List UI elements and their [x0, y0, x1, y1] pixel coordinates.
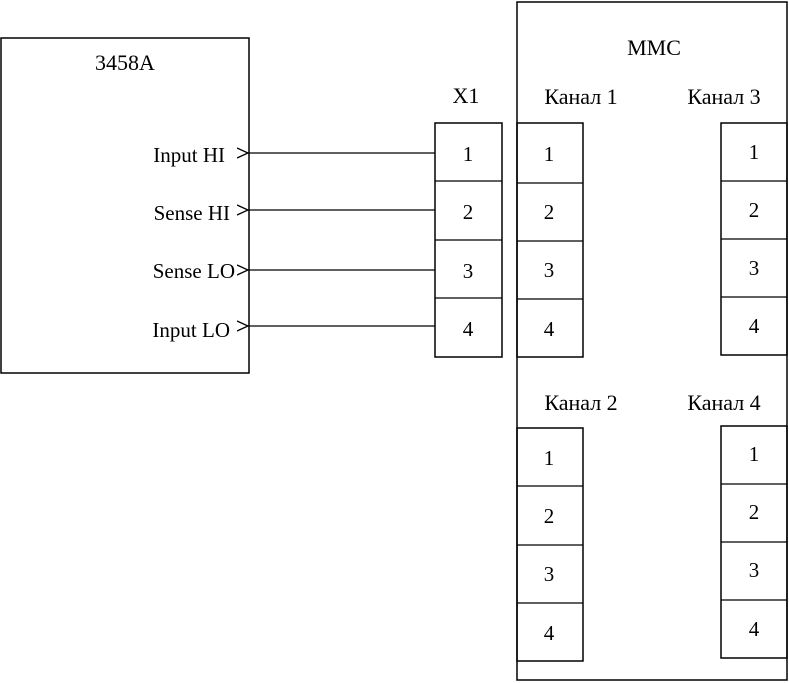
- channel-3: Канал 3 1 2 3 4: [687, 84, 788, 356]
- channel-4-pin-1: 1: [749, 442, 760, 466]
- channel-2-pin-1: 1: [544, 446, 555, 470]
- channel-4-label: Канал 4: [687, 390, 760, 415]
- channel-2: Канал 2 1 2 3 4: [516, 390, 618, 662]
- channel-4-pin-3: 3: [749, 558, 760, 582]
- channel-2-pin-4: 4: [544, 621, 555, 645]
- channel-2-label: Канал 2: [544, 390, 617, 415]
- channel-2-pin-2: 2: [544, 504, 555, 528]
- mmc-module: MMC Канал 1 1 2 3 4 Канал 3 1 2 3 4: [516, 1, 788, 681]
- wires: [248, 153, 435, 326]
- connector-pin-2: 2: [463, 200, 474, 224]
- terminal-input-hi: Input HI: [153, 143, 225, 167]
- meter-outline: [0, 37, 250, 374]
- channel-1-pin-1: 1: [544, 142, 555, 166]
- meter-block: 3458A Input HI Sense HI Sense LO Input L…: [0, 37, 250, 374]
- channel-1-pin-2: 2: [544, 200, 555, 224]
- channel-4-pin-2: 2: [749, 500, 760, 524]
- connector-pin-3: 3: [463, 259, 474, 283]
- channel-3-pin-1: 1: [749, 140, 760, 164]
- connector-x1: X1 1 2 3 4: [434, 83, 503, 358]
- channel-1-pin-4: 4: [544, 317, 555, 341]
- mmc-title: MMC: [627, 35, 681, 60]
- channel-3-label: Канал 3: [687, 84, 760, 109]
- terminal-sense-lo: Sense LO: [153, 259, 235, 283]
- channel-1-label: Канал 1: [544, 84, 617, 109]
- channel-4: Канал 4 1 2 3 4: [687, 390, 788, 659]
- channel-2-pin-3: 3: [544, 562, 555, 586]
- terminal-input-lo: Input LO: [152, 318, 230, 342]
- connector-pin-4: 4: [463, 317, 474, 341]
- channel-3-pin-2: 2: [749, 198, 760, 222]
- connector-pin-1: 1: [463, 142, 474, 166]
- connector-title: X1: [453, 83, 480, 108]
- terminal-sense-hi: Sense HI: [154, 201, 230, 225]
- meter-title: 3458A: [95, 50, 155, 75]
- channel-1: Канал 1 1 2 3 4: [516, 84, 618, 358]
- channel-3-pin-4: 4: [749, 314, 760, 338]
- channel-4-pin-4: 4: [749, 617, 760, 641]
- channel-3-pin-3: 3: [749, 256, 760, 280]
- channel-1-pin-3: 3: [544, 258, 555, 282]
